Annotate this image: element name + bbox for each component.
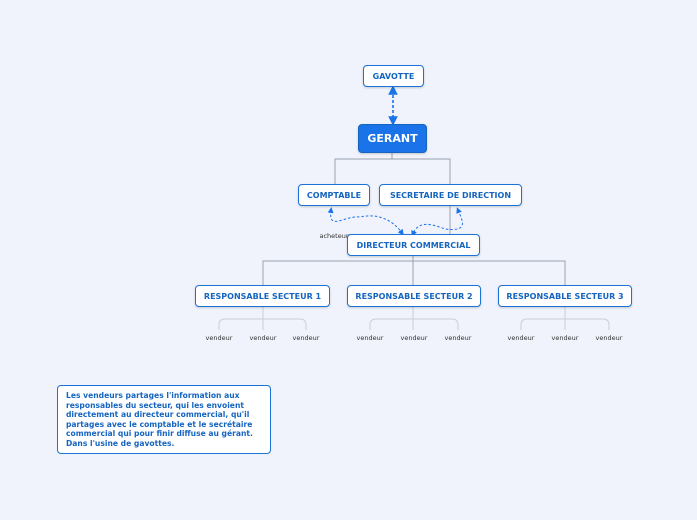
vendeur-label[interactable]: vendeur bbox=[595, 334, 623, 342]
sector3-vendeur-connector bbox=[520, 307, 610, 330]
floating-note[interactable]: Les vendeurs partages l'information aux … bbox=[57, 385, 271, 454]
vendeur-label[interactable]: vendeur bbox=[292, 334, 320, 342]
vendeur-label[interactable]: vendeur bbox=[356, 334, 384, 342]
node-comptable[interactable]: COMPTABLE bbox=[298, 184, 370, 206]
node-responsable-secteur-3[interactable]: RESPONSABLE SECTEUR 3 bbox=[498, 285, 632, 307]
gerant-branch-connector bbox=[334, 153, 451, 184]
sector2-vendeur-connector bbox=[369, 307, 459, 330]
sector1-vendeur-connector bbox=[218, 307, 307, 330]
node-gerant[interactable]: GERANT bbox=[358, 124, 427, 153]
directeur-branch-connector bbox=[262, 256, 566, 286]
relation-label-acheteur: acheteur bbox=[319, 232, 349, 240]
vendeur-label[interactable]: vendeur bbox=[205, 334, 233, 342]
node-responsable-secteur-1[interactable]: RESPONSABLE SECTEUR 1 bbox=[195, 285, 330, 307]
node-directeur-commercial[interactable]: DIRECTEUR COMMERCIAL bbox=[347, 234, 480, 256]
node-gavotte[interactable]: GAVOTTE bbox=[363, 65, 424, 87]
node-responsable-secteur-2[interactable]: RESPONSABLE SECTEUR 2 bbox=[347, 285, 481, 307]
vendeur-label[interactable]: vendeur bbox=[444, 334, 472, 342]
comptable-directeur-relation bbox=[327, 207, 404, 236]
vendeur-label[interactable]: vendeur bbox=[551, 334, 579, 342]
node-secretaire-de-direction[interactable]: SECRETAIRE DE DIRECTION bbox=[379, 184, 522, 206]
vendeur-label[interactable]: vendeur bbox=[507, 334, 535, 342]
secretaire-directeur-relation bbox=[411, 207, 463, 237]
vendeur-label[interactable]: vendeur bbox=[249, 334, 277, 342]
vendeur-label[interactable]: vendeur bbox=[400, 334, 428, 342]
